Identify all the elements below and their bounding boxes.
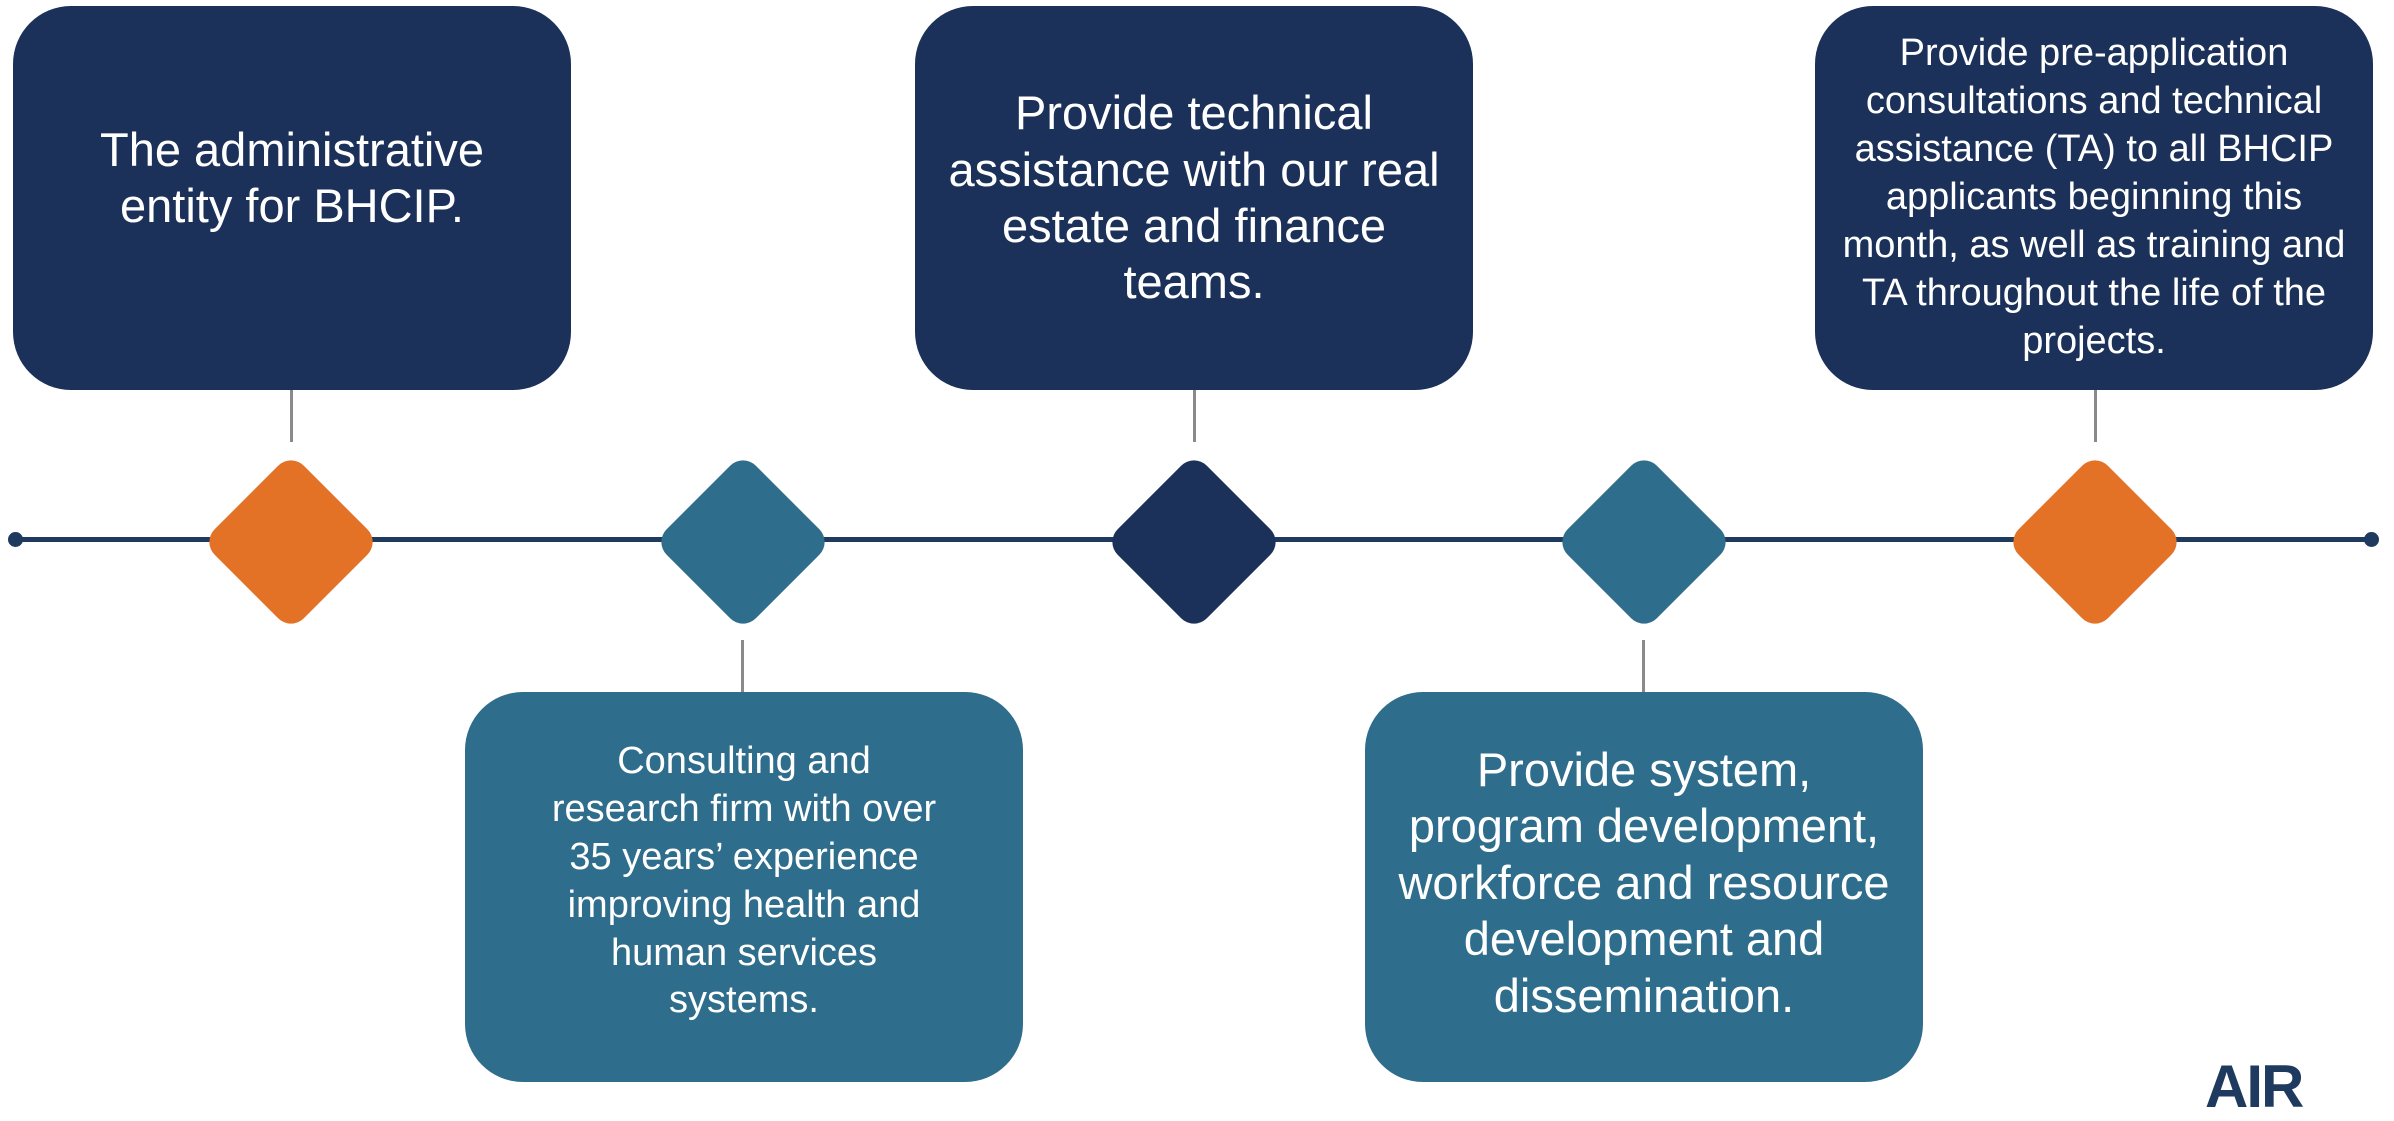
description-box-5: Provide pre-application consultations an…	[1815, 6, 2373, 390]
milestone-diamond-5	[2005, 452, 2185, 632]
description-box-2: Consulting and research firm with over 3…	[465, 692, 1023, 1082]
connector-5	[2094, 390, 2097, 442]
connector-4	[1642, 640, 1645, 692]
timeline-end-dot	[2364, 532, 2379, 547]
description-box-3-text: Provide technical assistance with our re…	[948, 86, 1440, 309]
milestone-diamond-2	[653, 452, 833, 632]
description-box-5-text: Provide pre-application consultations an…	[1842, 32, 2346, 362]
description-box-4: Provide system, program development, wor…	[1365, 692, 1923, 1082]
description-box-2-text: Consulting and research firm with over 3…	[551, 740, 937, 1022]
description-box-3: Provide technical assistance with our re…	[915, 6, 1473, 390]
timeline-start-dot	[8, 532, 23, 547]
description-box-1-text: The administrative entity for BHCIP.	[100, 122, 484, 232]
milestone-diamond-4	[1554, 452, 1734, 632]
description-box-4-text: Provide system, program development, wor…	[1398, 743, 1890, 1022]
connector-3	[1193, 390, 1196, 442]
description-box-1: The administrative entity for BHCIP.	[13, 6, 571, 390]
milestone-diamond-3	[1104, 452, 1284, 632]
connector-1	[290, 390, 293, 442]
connector-2	[741, 640, 744, 692]
air-logo: AIR	[2205, 1053, 2304, 1120]
milestone-diamond-1	[201, 452, 381, 632]
